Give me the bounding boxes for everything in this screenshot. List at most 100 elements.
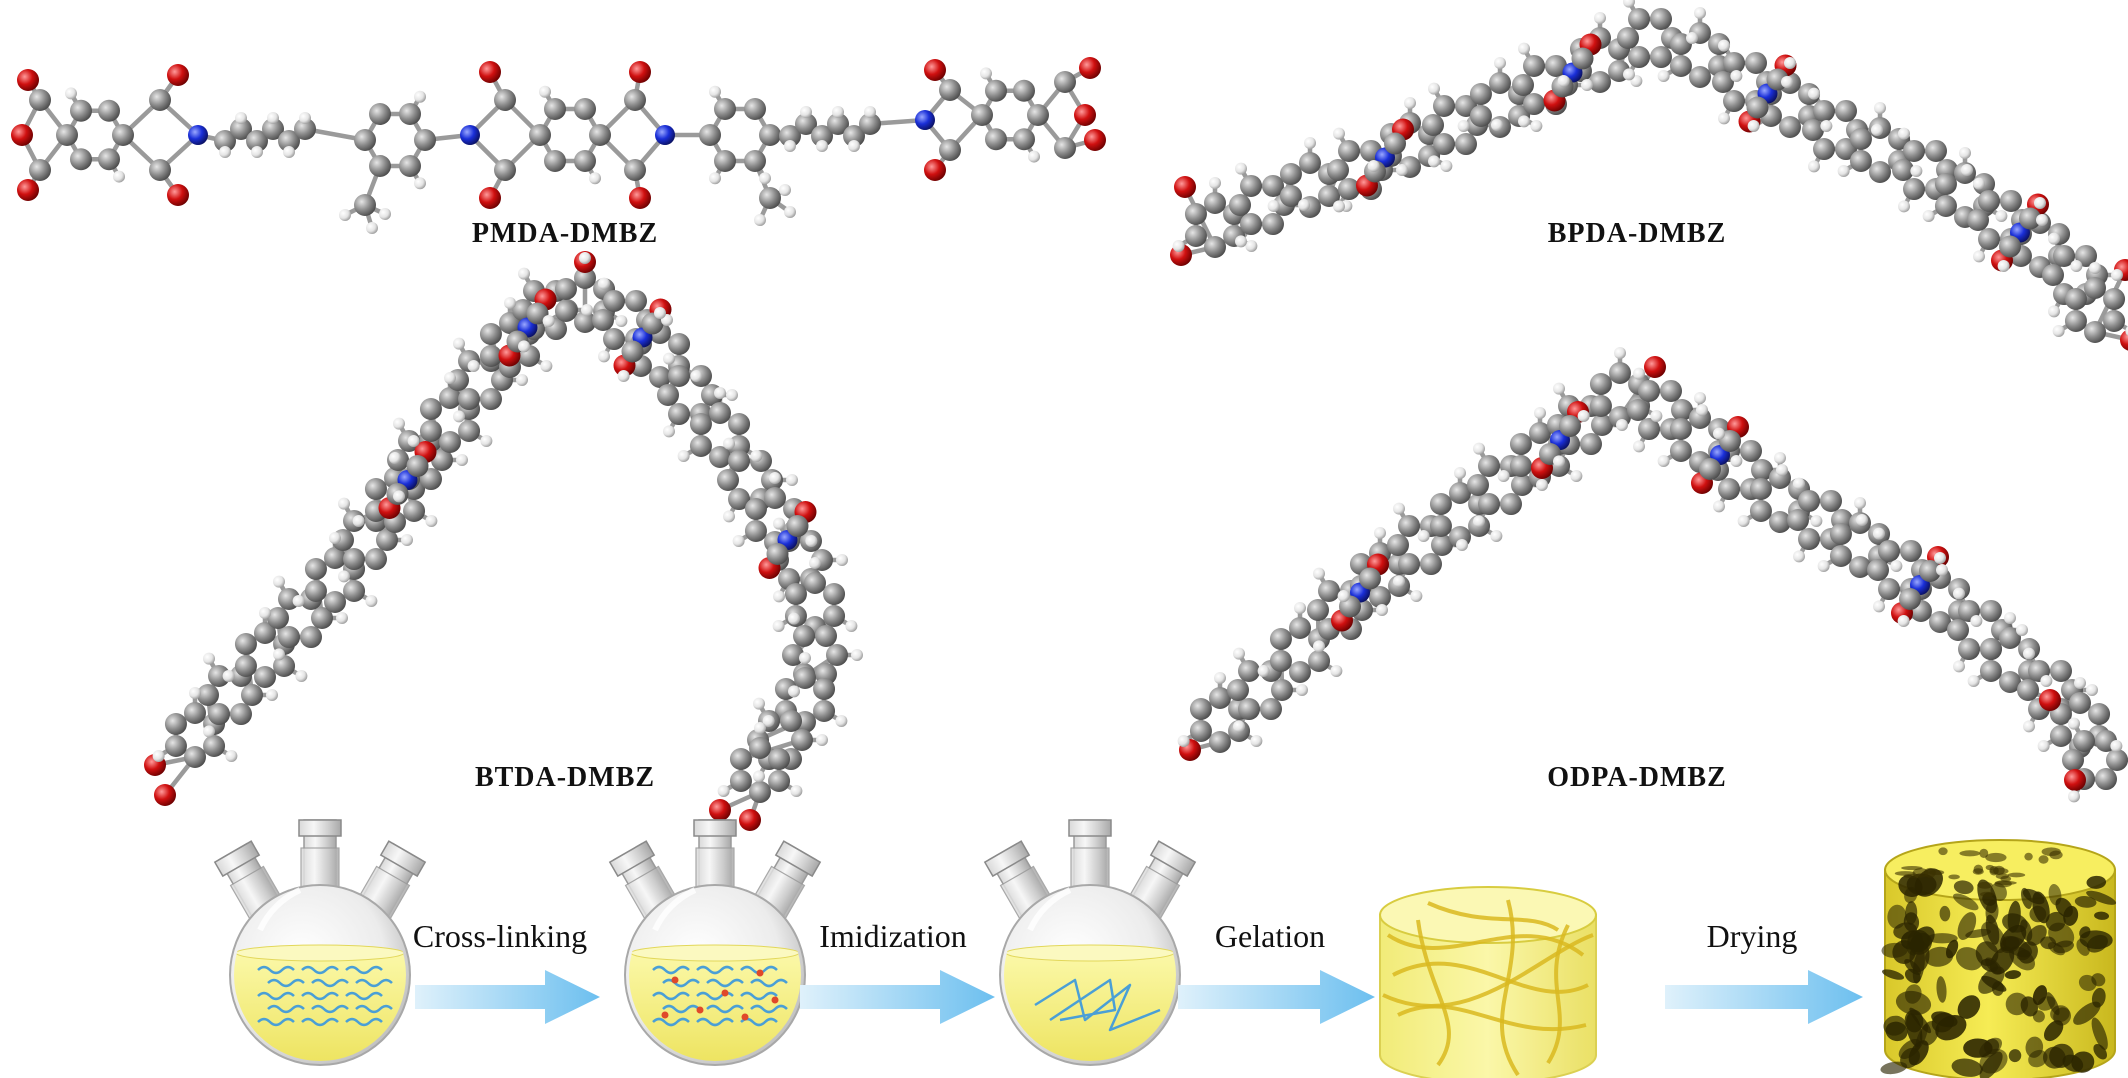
- hydrogen-atom: [518, 340, 530, 353]
- carbon-atom: [1271, 679, 1293, 701]
- hydrogen-atom: [2048, 305, 2060, 318]
- carbon-atom: [1184, 203, 1207, 225]
- hydrogen-atom: [1396, 164, 1408, 176]
- hydrogen-atom: [1250, 735, 1263, 747]
- carbon-atom: [1238, 659, 1260, 682]
- hydrogen-atom: [1330, 665, 1343, 677]
- carbon-atom: [230, 118, 252, 140]
- carbon-atom: [208, 664, 230, 687]
- carbon-atom: [1712, 71, 1734, 93]
- carbon-atom: [1878, 539, 1900, 562]
- carbon-atom: [1431, 534, 1453, 556]
- carbon-atom: [254, 666, 276, 688]
- oxygen-atom: [167, 64, 189, 86]
- hydrogen-atom: [2052, 325, 2065, 337]
- carbon-atom: [1027, 104, 1049, 126]
- hydrogen-atom: [784, 206, 796, 218]
- carbon-atom: [603, 289, 625, 312]
- hydrogen-atom: [1810, 515, 1823, 527]
- hydrogen-atom: [754, 214, 766, 226]
- carbon-atom: [1699, 458, 1721, 480]
- carbon-atom: [768, 748, 791, 770]
- carbon-atom: [709, 446, 731, 468]
- hydrogen-atom: [663, 425, 675, 438]
- hydrogen-atom: [1473, 515, 1485, 528]
- hydrogen-atom: [779, 184, 791, 196]
- hydrogen-atom: [1534, 407, 1546, 419]
- carbon-atom: [1260, 698, 1282, 721]
- carbon-atom: [364, 478, 387, 500]
- carbon-atom: [246, 130, 268, 152]
- carbon-atom: [439, 387, 461, 409]
- carbon-atom: [1798, 528, 1820, 551]
- carbon-atom: [744, 520, 767, 542]
- hydrogen-atom: [2036, 214, 2048, 226]
- oxygen-atom: [2120, 329, 2128, 351]
- carbon-atom: [826, 644, 848, 666]
- hydrogen-atom: [1874, 102, 1886, 114]
- carbon-atom: [1779, 116, 1801, 138]
- hydrogen-atom: [1970, 615, 1983, 627]
- hydrogen-atom: [579, 252, 591, 264]
- imidization-label: Imidization: [819, 918, 967, 954]
- gelation-label: Gelation: [1215, 918, 1325, 954]
- carbon-atom: [939, 139, 961, 161]
- hydrogen-atom: [1028, 150, 1040, 163]
- hydrogen-atom: [1494, 57, 1506, 69]
- carbon-atom: [2106, 749, 2128, 771]
- hydrogen-atom: [189, 687, 201, 699]
- hydrogen-atom: [759, 172, 771, 185]
- carbon-atom: [823, 605, 846, 627]
- carbon-atom: [1925, 139, 1947, 162]
- carbon-atom: [668, 364, 690, 387]
- hydrogen-atom: [1313, 567, 1325, 580]
- hydrogen-atom: [799, 652, 811, 664]
- carbon-atom: [1628, 46, 1650, 69]
- oxygen-atom: [1079, 57, 1101, 79]
- hydrogen-atom: [2125, 326, 2128, 336]
- hydrogen-atom: [835, 715, 848, 727]
- three-neck-flask-crosslinked: [608, 819, 822, 1066]
- hydrogen-atom: [816, 140, 828, 152]
- carbon-atom: [1500, 493, 1522, 516]
- carbon-atom: [184, 702, 206, 724]
- hydrogen-atom: [1898, 127, 1910, 140]
- hydrogen-atom: [1898, 200, 1910, 213]
- carbon-atom: [1229, 194, 1251, 216]
- carbon-atom: [254, 622, 276, 644]
- carbon-atom: [1849, 150, 1872, 172]
- hydrogen-atom: [663, 352, 675, 365]
- hydrogen-atom: [1177, 735, 1190, 747]
- oxygen-atom: [709, 799, 731, 821]
- hydrogen-atom: [1530, 120, 1543, 132]
- hydrogen-atom: [598, 277, 610, 290]
- carbon-atom: [1669, 55, 1692, 77]
- hydrogen-atom: [2110, 740, 2123, 752]
- oxygen-atom: [924, 159, 946, 181]
- hydrogen-atom: [772, 620, 785, 632]
- carbon-atom: [1749, 478, 1772, 500]
- hydrogen-atom: [788, 685, 800, 698]
- carbon-atom: [1589, 373, 1612, 395]
- carbon-atom: [1511, 474, 1533, 496]
- hydrogen-atom: [1296, 684, 1308, 696]
- hydrogen-atom: [2023, 720, 2035, 733]
- carbon-atom: [2042, 264, 2064, 286]
- carbon-atom: [2088, 703, 2111, 725]
- carbon-atom: [859, 113, 881, 135]
- carbon-atom: [815, 624, 837, 647]
- hydrogen-atom: [235, 112, 247, 124]
- carbon-atom: [1289, 661, 1311, 683]
- carbon-atom: [1299, 152, 1321, 174]
- hydrogen-atom: [2070, 260, 2083, 272]
- hydrogen-atom: [1333, 127, 1345, 140]
- carbon-atom: [1745, 51, 1767, 74]
- carbon-atom: [70, 148, 92, 171]
- hydrogen-atom: [113, 170, 125, 183]
- carbon-atom: [811, 125, 833, 147]
- oxygen-atom: [17, 179, 39, 201]
- carbon-atom: [795, 113, 817, 135]
- carbon-atom: [1469, 83, 1492, 105]
- oxygen-atom: [2064, 769, 2086, 791]
- carbon-atom: [458, 388, 480, 411]
